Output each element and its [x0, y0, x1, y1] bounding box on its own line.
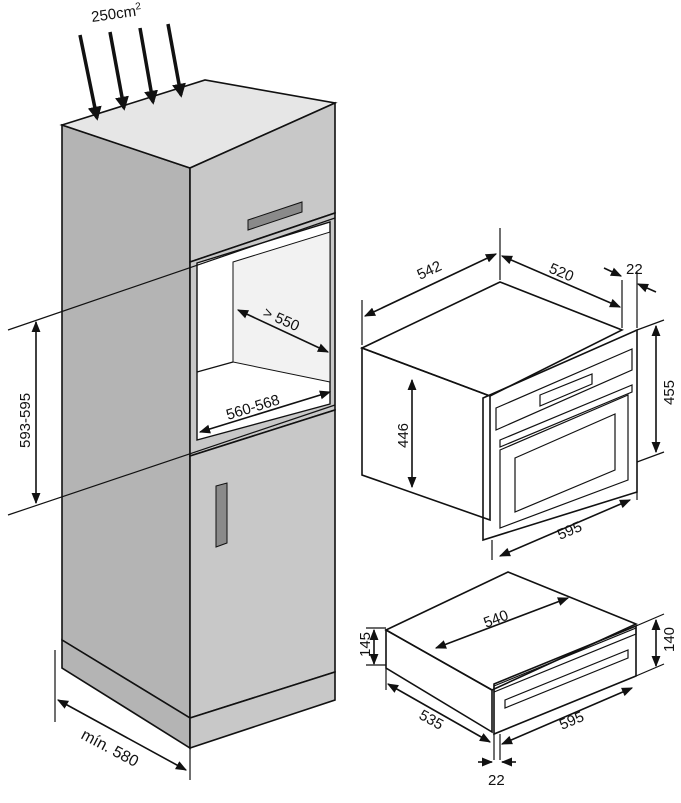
drawer-depth-label: 540 — [481, 607, 510, 632]
drawer-handle — [504, 649, 629, 709]
niche-depth-arrow — [236, 309, 330, 353]
oven-height-ext-top — [636, 319, 665, 331]
drawer-body-depth-arrow — [387, 683, 491, 743]
cabinet-side-panel — [61, 123, 191, 720]
drawer-offset-label: 22 — [488, 772, 505, 789]
oven-height-ext-bottom — [636, 451, 665, 463]
oven-window — [514, 413, 616, 513]
oven-offset-arrow-left — [603, 267, 623, 277]
min-depth-arrow — [57, 699, 187, 771]
oven-depth-arrow — [363, 253, 498, 317]
oven — [359, 281, 638, 542]
oven-body-side — [361, 346, 491, 522]
oven-offset-label: 22 — [626, 261, 643, 278]
niche-height-ext-bottom — [7, 404, 336, 516]
drawer-body-top — [384, 571, 639, 691]
niche-floor-edge — [196, 361, 234, 373]
drawer-width-label: 595 — [557, 708, 587, 733]
upper-panel-handle — [247, 201, 303, 231]
oven-width-arrow — [498, 499, 632, 557]
drawer-depth-arrow — [434, 597, 570, 649]
ventilation-arrows — [78, 23, 186, 121]
oven-body-height-label: 446 — [395, 423, 412, 448]
oven-display — [539, 373, 593, 407]
niche-height-ext-top — [7, 217, 336, 331]
drawer-body-side — [385, 628, 493, 734]
oven-height-label: 455 — [661, 380, 678, 405]
min-depth-label: mín. 580 — [78, 727, 141, 771]
drawer-front-height-label: 140 — [661, 627, 678, 652]
drawer-total-height-label: 145 — [357, 632, 374, 657]
drawer-body-depth-label: 535 — [416, 707, 446, 734]
oven-side-arrow — [500, 255, 622, 308]
oven-door — [499, 394, 629, 529]
cabinet-plinth-front — [189, 670, 336, 750]
drawer-front-height-ext-top — [635, 613, 665, 627]
oven-offset-arrow-right — [636, 283, 657, 293]
drawer-front-height-ext-bottom — [635, 663, 665, 677]
niche-width-arrow — [198, 390, 332, 434]
oven-control-strip — [495, 348, 633, 431]
niche-height-label: 593-595 — [17, 393, 34, 448]
drawer-front-trim — [493, 627, 637, 693]
air-area-label: 250cm2 — [90, 1, 143, 26]
oven-side-label: 520 — [546, 260, 576, 285]
drawer-width-arrow — [500, 687, 634, 745]
cabinet-lower-door — [189, 408, 336, 720]
tall-cabinet — [59, 79, 338, 750]
oven-handle — [499, 384, 633, 448]
door-handle — [215, 482, 228, 548]
